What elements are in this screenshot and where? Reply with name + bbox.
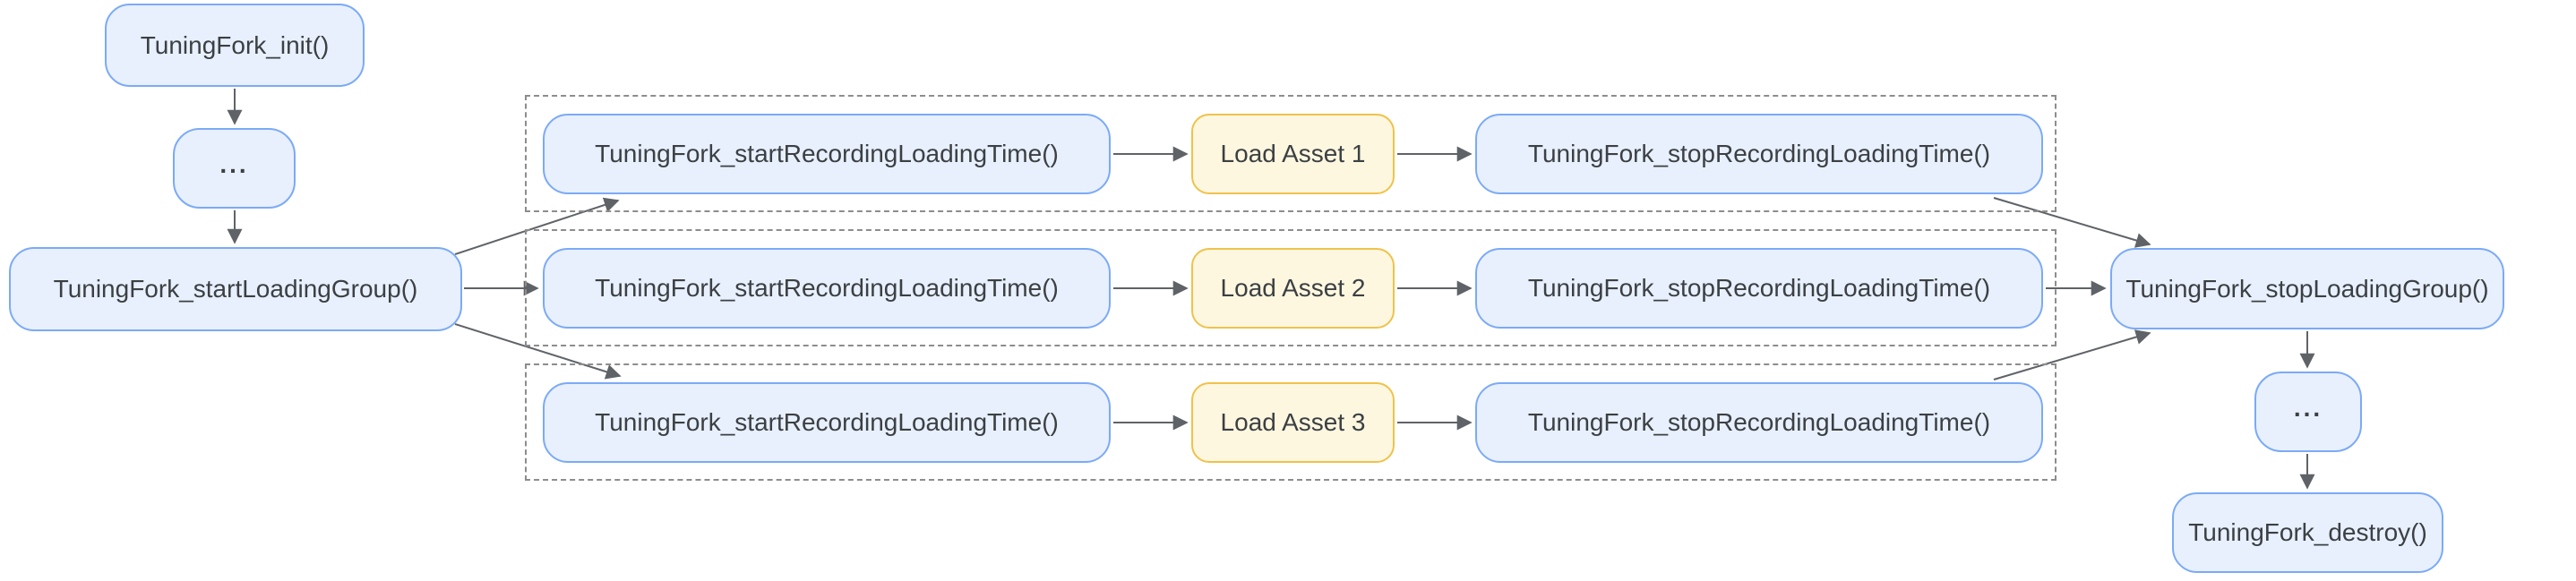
node-tuningfork-destroy-label: TuningFork_destroy() — [2188, 518, 2427, 546]
node-row2-start-recording: TuningFork_startRecordingLoadingTime() — [543, 248, 1111, 329]
node-row2-start-recording-label: TuningFork_startRecordingLoadingTime() — [595, 274, 1059, 302]
node-tuningfork-init-label: TuningFork_init() — [140, 30, 330, 59]
node-row3-start-recording: TuningFork_startRecordingLoadingTime() — [543, 382, 1111, 463]
node-load-asset-2: Load Asset 2 — [1191, 248, 1395, 329]
node-row1-stop-recording: TuningFork_stopRecordingLoadingTime() — [1475, 114, 2043, 194]
node-load-asset-1: Load Asset 1 — [1191, 114, 1395, 194]
node-ellipsis-bottom-label: ... — [2293, 394, 2323, 422]
loading-group-row1-outline — [525, 95, 2057, 212]
loading-group-row2-outline — [525, 229, 2057, 346]
node-start-loading-group: TuningFork_startLoadingGroup() — [9, 247, 462, 331]
node-ellipsis-top-label: ... — [219, 150, 249, 178]
node-row3-stop-recording: TuningFork_stopRecordingLoadingTime() — [1475, 382, 2043, 463]
node-row1-start-recording: TuningFork_startRecordingLoadingTime() — [543, 114, 1111, 194]
node-tuningfork-init: TuningFork_init() — [105, 4, 365, 87]
node-ellipsis-top: ... — [173, 128, 296, 209]
node-row3-start-recording-label: TuningFork_startRecordingLoadingTime() — [595, 408, 1059, 436]
node-row3-stop-recording-label: TuningFork_stopRecordingLoadingTime() — [1527, 408, 1991, 436]
node-load-asset-3: Load Asset 3 — [1191, 382, 1395, 463]
node-ellipsis-bottom: ... — [2254, 372, 2362, 452]
loading-group-row3-outline — [525, 363, 2057, 481]
node-row1-stop-recording-label: TuningFork_stopRecordingLoadingTime() — [1527, 140, 1991, 167]
node-row2-stop-recording: TuningFork_stopRecordingLoadingTime() — [1475, 248, 2043, 329]
node-load-asset-1-label: Load Asset 1 — [1220, 140, 1366, 167]
node-stop-loading-group-label: TuningFork_stopLoadingGroup() — [2125, 274, 2489, 303]
node-row2-stop-recording-label: TuningFork_stopRecordingLoadingTime() — [1527, 274, 1991, 302]
node-tuningfork-destroy: TuningFork_destroy() — [2172, 492, 2443, 573]
node-stop-loading-group: TuningFork_stopLoadingGroup() — [2110, 248, 2504, 329]
node-load-asset-3-label: Load Asset 3 — [1220, 408, 1366, 436]
node-row1-start-recording-label: TuningFork_startRecordingLoadingTime() — [595, 140, 1059, 167]
node-load-asset-2-label: Load Asset 2 — [1220, 274, 1366, 302]
node-start-loading-group-label: TuningFork_startLoadingGroup() — [53, 275, 418, 303]
